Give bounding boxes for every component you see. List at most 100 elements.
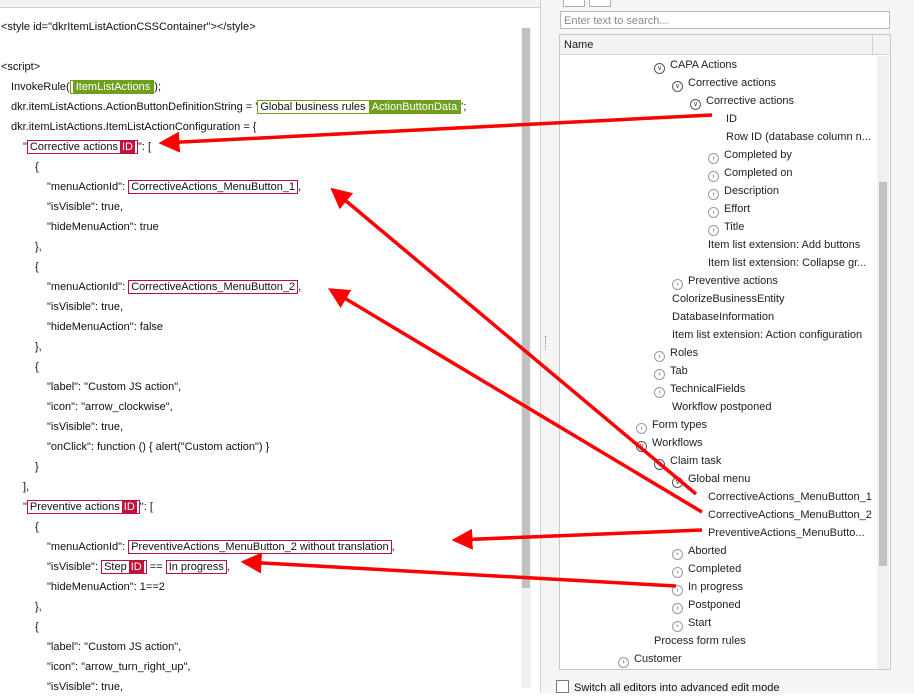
tree-scrollbar-thumb[interactable] (879, 182, 887, 566)
code-line[interactable]: ], (23, 481, 30, 493)
tree-node[interactable]: ›Form types (636, 416, 707, 434)
tree-leaf[interactable]: Item list extension: Action configuratio… (672, 329, 863, 341)
code-line[interactable]: "icon": "arrow_turn_right_up", (47, 661, 191, 673)
code-line[interactable]: "menuActionId": PreventiveActions_MenuBu… (47, 537, 395, 557)
id-token[interactable]: ID (128, 561, 144, 573)
rule-group-token[interactable]: Global business rules (260, 101, 366, 113)
tree-leaf[interactable]: ColorizeBusinessEntity (672, 293, 785, 305)
expand-icon[interactable]: › (654, 351, 665, 362)
advanced-mode-toggle[interactable]: Switch all editors into advanced edit mo… (556, 680, 779, 696)
tree-leaf[interactable]: CorrectiveActions_MenuButton_1 (708, 491, 872, 503)
collapse-icon[interactable]: ∨ (690, 99, 701, 110)
code-editor[interactable]: <style id="dkrItemListActionCSSContainer… (0, 0, 541, 693)
tree-node[interactable]: ∨Corrective actions (672, 74, 776, 92)
expand-icon[interactable]: › (672, 621, 683, 632)
tree-node[interactable]: ›In progress (672, 578, 743, 596)
code-line[interactable]: "menuActionId": CorrectiveActions_MenuBu… (47, 177, 301, 197)
expand-icon[interactable]: › (672, 279, 683, 290)
expand-icon[interactable]: › (708, 171, 719, 182)
tree-node[interactable]: ∨Global menu (672, 470, 750, 488)
code-line[interactable]: }, (35, 241, 42, 253)
field-token[interactable]: PreventiveActions_MenuButton_2 without t… (128, 540, 392, 554)
tree-node[interactable]: ›Effort (708, 200, 750, 218)
code-line[interactable]: { (35, 161, 39, 173)
tree-node[interactable]: ›Preventive actions (672, 272, 778, 290)
field-token[interactable]: CorrectiveActions_MenuButton_1 (128, 180, 299, 194)
rule-token-box[interactable]: ItemListActions (69, 80, 155, 94)
tree-leaf[interactable]: Workflow postponed (672, 401, 772, 413)
tree-node[interactable]: ›Description (708, 182, 779, 200)
expand-icon[interactable]: › (672, 549, 683, 560)
code-line[interactable]: { (35, 621, 39, 633)
tree-leaf[interactable]: DatabaseInformation (672, 311, 775, 323)
tree-column-header[interactable]: Name (560, 35, 890, 55)
tree-node[interactable]: ›Customer (618, 650, 682, 668)
code-line[interactable]: InvokeRule(ItemListActions); (11, 77, 161, 97)
code-line[interactable]: "hideMenuAction": 1==2 (47, 581, 165, 593)
editor-scrollbar-thumb[interactable] (522, 28, 530, 588)
tree-node[interactable]: ›Completed (672, 560, 741, 578)
code-line[interactable]: "isVisible": true, (47, 201, 124, 213)
expand-icon[interactable]: › (708, 225, 719, 236)
tab-fields[interactable] (563, 0, 585, 7)
tree-leaf[interactable]: Item list extension: Add buttons (708, 239, 861, 251)
tree-leaf[interactable]: ID (726, 113, 737, 125)
id-token[interactable]: ID (119, 141, 135, 153)
collapse-icon[interactable]: ∨ (654, 459, 665, 470)
collapse-icon[interactable]: ∨ (672, 477, 683, 488)
collapse-icon[interactable]: ∨ (672, 81, 683, 92)
expand-icon[interactable]: › (654, 369, 665, 380)
code-line[interactable]: "label": "Custom JS action", (47, 641, 182, 653)
code-line[interactable]: "hideMenuAction": false (47, 321, 164, 333)
expand-icon[interactable]: › (672, 585, 683, 596)
tree-leaf[interactable]: Process form rules (654, 635, 746, 647)
tree-scrollbar[interactable] (877, 56, 889, 669)
expand-icon[interactable]: › (672, 603, 683, 614)
splitter-grip-icon[interactable] (545, 336, 548, 350)
code-line[interactable]: "isVisible": true, (47, 681, 124, 693)
editor-scrollbar[interactable] (521, 28, 531, 688)
field-token[interactable]: CorrectiveActions_MenuButton_2 (128, 280, 299, 294)
collapse-icon[interactable]: ∨ (636, 441, 647, 452)
code-line[interactable]: "icon": "arrow_clockwise", (47, 401, 173, 413)
tree-node[interactable]: ›Postponed (672, 596, 741, 614)
search-input[interactable]: Enter text to search... (560, 11, 890, 29)
collapse-icon[interactable]: ∨ (654, 63, 665, 74)
tree-node[interactable]: ›Start (672, 614, 711, 632)
code-line[interactable]: }, (35, 601, 42, 613)
tab-rules[interactable] (589, 0, 611, 7)
tree-node[interactable]: ›Roles (654, 344, 698, 362)
code-line[interactable]: "isVisible": true, (47, 301, 124, 313)
code-line[interactable]: "onClick": function () { alert("Custom a… (47, 441, 270, 453)
code-line[interactable]: } (35, 461, 39, 473)
code-line[interactable]: { (35, 521, 39, 533)
code-line[interactable]: <script> (1, 61, 41, 73)
tree-leaf[interactable]: CorrectiveActions_MenuButton_2 (708, 509, 872, 521)
code-line[interactable]: <style id="dkrItemListActionCSSContainer… (1, 21, 256, 33)
code-line[interactable]: "label": "Custom JS action", (47, 381, 182, 393)
tree-node[interactable]: ›Aborted (672, 542, 727, 560)
id-token[interactable]: ID (121, 501, 137, 513)
code-line[interactable]: "menuActionId": CorrectiveActions_MenuBu… (47, 277, 301, 297)
column-divider[interactable] (872, 35, 873, 55)
tree-leaf[interactable]: PreventiveActions_MenuButto... (708, 527, 865, 539)
code-line[interactable]: "isVisible": true, (47, 421, 124, 433)
code-line[interactable]: { (35, 361, 39, 373)
expand-icon[interactable]: › (618, 657, 629, 668)
advanced-mode-checkbox[interactable] (556, 680, 569, 693)
expand-icon[interactable]: › (636, 423, 647, 434)
code-line[interactable]: { (35, 261, 39, 273)
tree-node[interactable]: ∨Workflows (636, 434, 703, 452)
tree-node[interactable]: ›TechnicalFields (654, 380, 745, 398)
expand-icon[interactable]: › (672, 567, 683, 578)
tree-node[interactable]: ∨Claim task (654, 452, 721, 470)
expand-icon[interactable]: › (708, 153, 719, 164)
tree-node[interactable]: ›Title (708, 218, 744, 236)
tree-leaf[interactable]: Item list extension: Collapse gr... (708, 257, 867, 269)
tree-leaf[interactable]: Row ID (database column n... (726, 131, 871, 143)
